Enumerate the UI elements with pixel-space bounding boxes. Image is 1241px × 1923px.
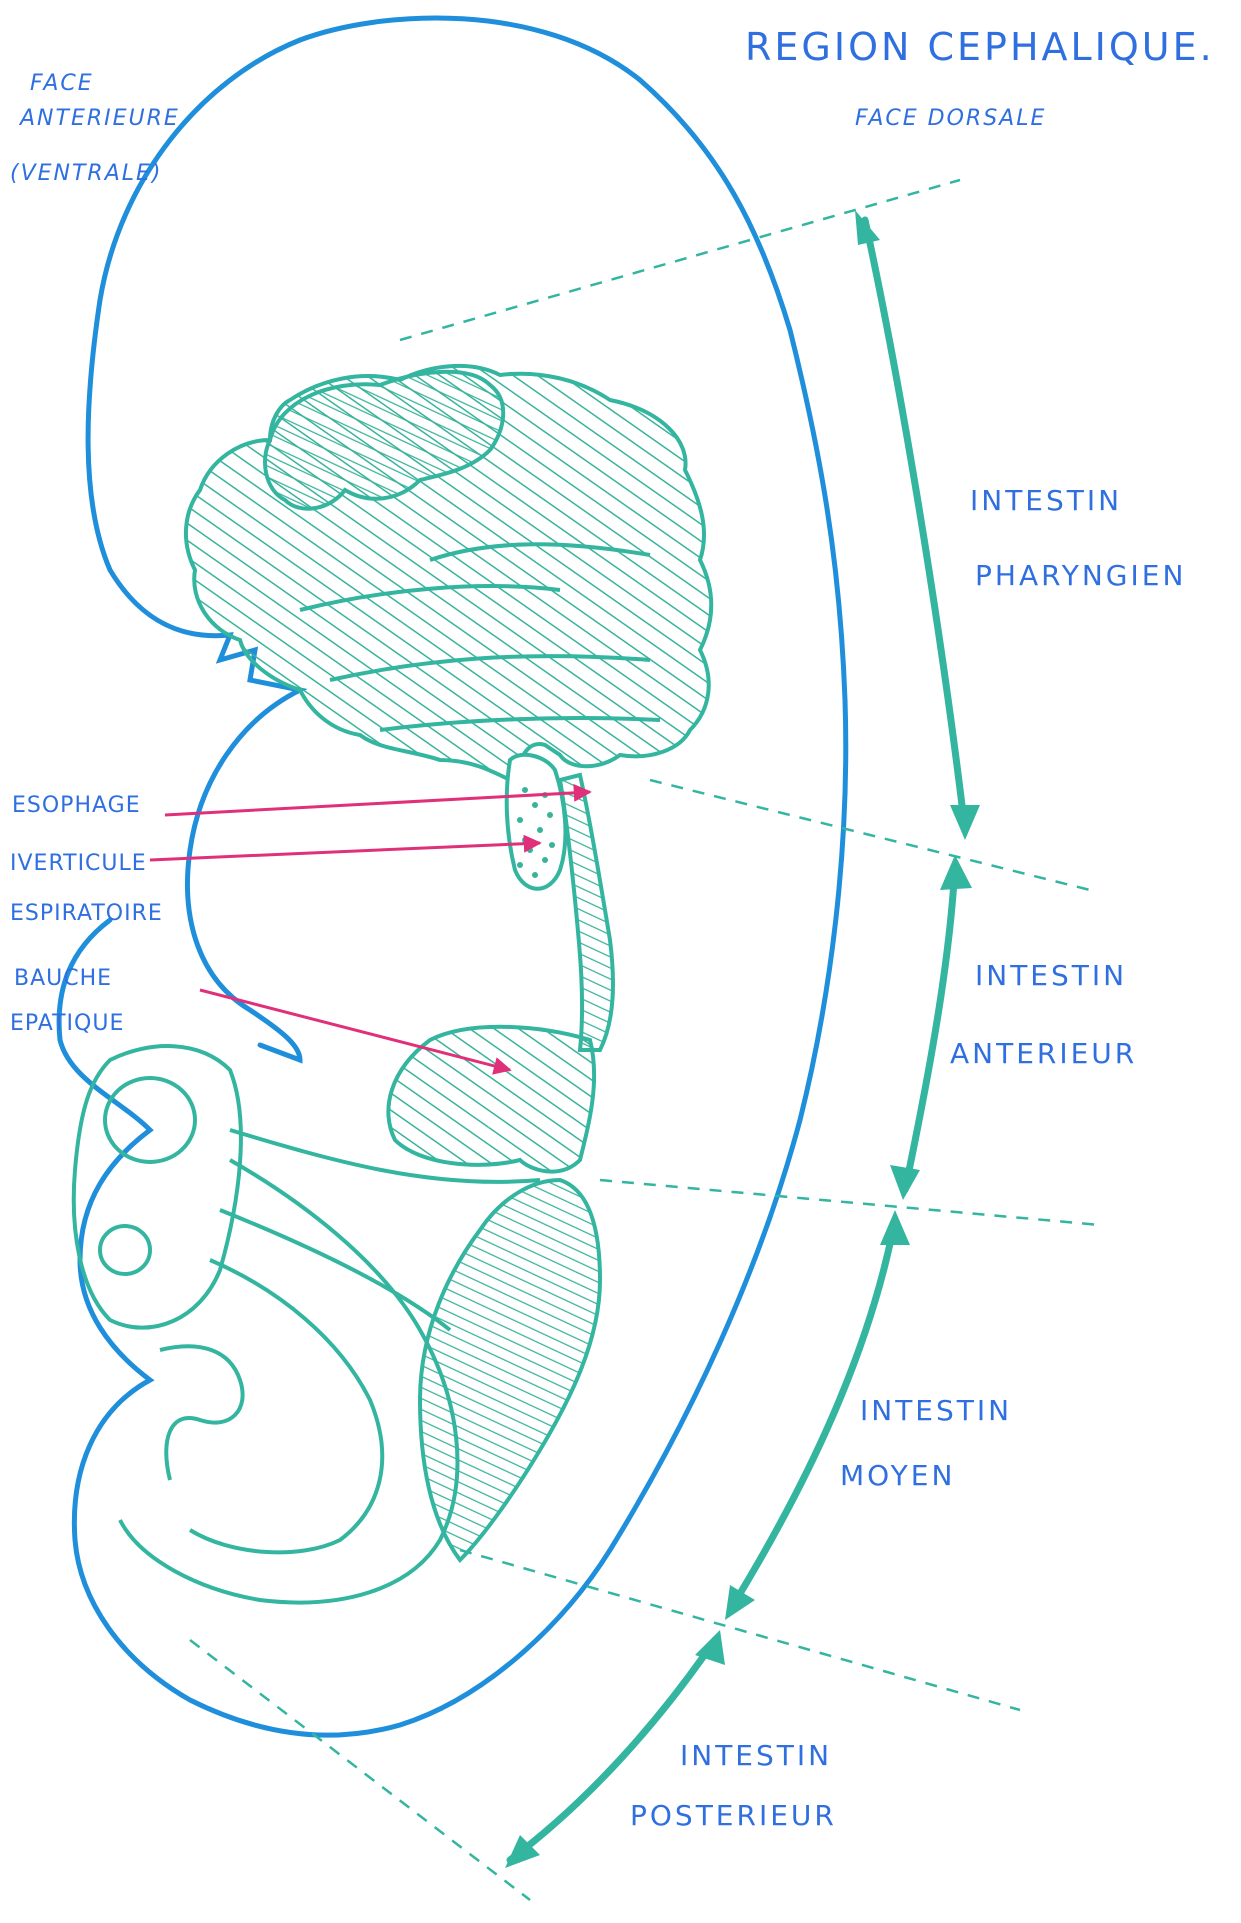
respiratory-diverticulum — [507, 755, 566, 889]
title-region-cephalique: REGION CEPHALIQUE. — [745, 25, 1215, 69]
arrow-anterieur — [905, 865, 955, 1190]
arrow-pharyngien — [865, 220, 965, 830]
label-moyen-1: INTESTIN — [860, 1394, 1012, 1427]
hepatic-bud — [388, 1027, 594, 1172]
tail-loop-inner — [190, 1260, 382, 1552]
label-moyen-2: MOYEN — [840, 1459, 955, 1492]
label-posterieur-2: POSTERIEUR — [630, 1799, 837, 1832]
label-anterieur-1: INTESTIN — [975, 959, 1127, 992]
cord-vessel-upper — [105, 1078, 195, 1162]
cord-vessel-lower — [100, 1226, 150, 1274]
tail-loop-outer — [120, 1160, 457, 1603]
oesophagus — [560, 775, 613, 1050]
label-diverticule-2: ESPIRATOIRE — [10, 901, 163, 926]
pointer-diverticule — [150, 843, 540, 860]
midgut-mass — [420, 1180, 600, 1560]
label-face-anterieure-3: (VENTRALE) — [10, 161, 163, 186]
label-posterieur-1: INTESTIN — [680, 1739, 832, 1772]
label-anterieur-2: ANTERIEUR — [950, 1037, 1137, 1070]
tail-curl — [160, 1346, 243, 1480]
label-face-anterieure-2: ANTERIEURE — [18, 106, 180, 131]
label-diverticule-1: IVERTICULE — [10, 851, 147, 876]
label-pharyngien-1: INTESTIN — [970, 484, 1122, 517]
label-pharyngien-2: PHARYNGIEN — [975, 559, 1186, 592]
label-face-anterieure-1: FACE — [30, 71, 94, 96]
label-face-dorsale: FACE DORSALE — [855, 106, 1046, 131]
label-bauche-1: BAUCHE — [14, 966, 112, 991]
label-oesophage: ESOPHAGE — [12, 793, 141, 818]
label-bauche-2: EPATIQUE — [10, 1011, 124, 1036]
